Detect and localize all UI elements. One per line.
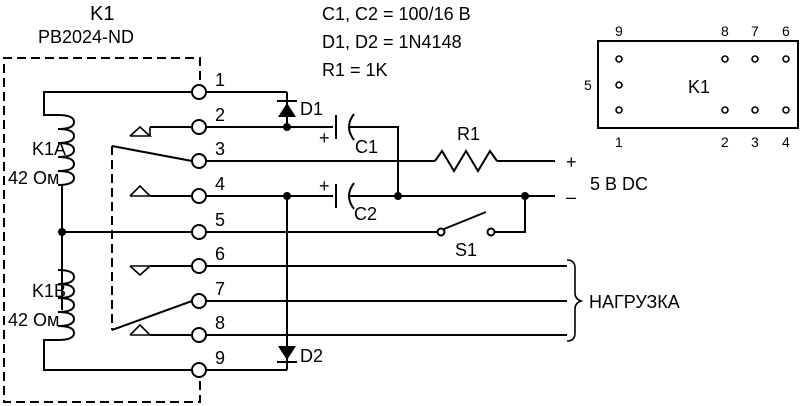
resistor-r1 (434, 149, 498, 173)
pinout-hole-9 (615, 55, 623, 63)
c2-plus-sign: + (319, 176, 330, 196)
pin-6-label: 6 (215, 244, 225, 264)
pinout-body (597, 40, 799, 129)
contact-1-nc-triangle (129, 125, 153, 137)
relay-part-label: PB2024-ND (38, 27, 134, 47)
coil-center-wire (58, 184, 63, 310)
contact-2-no-triangle (129, 323, 152, 336)
coil-a-name: K1A (32, 139, 66, 159)
s1-terminal-left (436, 227, 446, 237)
pin-5-terminal (191, 224, 207, 240)
c2-label: C2 (354, 204, 377, 224)
pin-2-terminal (191, 119, 207, 135)
c1-c2-junction (394, 192, 402, 200)
c1-out-wire (350, 126, 399, 196)
capacitor-c2 (335, 182, 555, 210)
contact-2-nc-triangle (129, 265, 153, 277)
pinout-hole-8 (721, 55, 729, 63)
switch-s1 (436, 196, 526, 237)
pin-2-label: 2 (215, 105, 225, 125)
pin-1-terminal (191, 84, 207, 100)
d1-label: D1 (300, 99, 323, 119)
pinout-hole-2 (721, 106, 729, 114)
c1-plate-neg (348, 113, 355, 141)
pinout-label-9: 9 (615, 23, 623, 39)
load-brace (566, 259, 584, 342)
pinout-hole-4 (782, 106, 790, 114)
c2-plate-neg (348, 182, 355, 210)
coil-b-winding (57, 269, 76, 341)
d2-body (278, 346, 296, 360)
coil-center-junction (58, 228, 66, 236)
pinout-hole-3 (751, 106, 759, 114)
s1-label: S1 (455, 240, 477, 260)
pin-6-terminal (191, 258, 207, 274)
contact-arm-1 (111, 145, 193, 162)
coil-b-bottom-wire (43, 339, 192, 371)
pin-7-label: 7 (215, 279, 225, 299)
pinout-label-3: 3 (751, 134, 759, 150)
s1-out-wire (495, 196, 526, 233)
pinout-label-6: 6 (782, 23, 790, 39)
pinout-ref: K1 (688, 77, 710, 97)
s1-lever (443, 211, 487, 230)
resistor-spec: R1 = 1K (322, 60, 388, 80)
pin-7-terminal (191, 293, 207, 309)
pin-4-label: 4 (215, 174, 225, 194)
pinout-hole-5 (615, 81, 623, 89)
relay-contacts (111, 125, 193, 336)
r1-label: R1 (457, 124, 480, 144)
coil-a-winding (57, 114, 76, 186)
load-wires (206, 259, 584, 342)
pinout-label-1: 1 (615, 134, 623, 150)
pinout-label-5: 5 (584, 77, 592, 93)
coil-b-name: K1B (32, 281, 66, 301)
relay-pin-numbers: 1 2 3 4 5 6 7 8 9 (215, 70, 225, 368)
relay-pinout (597, 40, 799, 129)
coil-a-resistance: 42 Ом (8, 168, 59, 188)
coil-wiring (43, 91, 192, 371)
relay-pin-terminals (191, 84, 207, 378)
d1-junction (283, 123, 291, 131)
pinout-hole-7 (751, 55, 759, 63)
diode-spec: D1, D2 = 1N4148 (322, 32, 462, 52)
power-minus-sign: – (566, 187, 576, 207)
diode-d2 (206, 196, 297, 371)
pinout-label-7: 7 (751, 23, 759, 39)
relay-enclosure (3, 57, 201, 403)
s1-terminal-right (486, 227, 496, 237)
pin-8-label: 8 (215, 313, 225, 333)
contact-arm-2 (111, 300, 193, 331)
pinout-label-4: 4 (782, 134, 790, 150)
capacitor-c1 (335, 113, 399, 196)
pinout-label-8: 8 (721, 23, 729, 39)
pin-8-terminal (191, 327, 207, 343)
power-label: 5 В DC (590, 174, 648, 194)
pin-1-label: 1 (215, 70, 225, 90)
coil-a-top-wire (43, 91, 192, 116)
coil-b-resistance: 42 Ом (8, 310, 59, 330)
relay-ref-label: K1 (90, 3, 114, 25)
pin-3-terminal (191, 153, 207, 169)
pin-9-label: 9 (215, 348, 225, 368)
pin-3-label: 3 (215, 139, 225, 159)
diode-d1 (206, 91, 297, 127)
pinout-hole-1 (615, 106, 623, 114)
d1-body (278, 103, 296, 117)
load-label: НАГРУЗКА (589, 292, 680, 312)
c1-plus-sign: + (319, 128, 330, 148)
pin-4-terminal (191, 188, 207, 204)
c1-label: C1 (355, 137, 378, 157)
pinout-label-2: 2 (721, 134, 729, 150)
pin-5-label: 5 (215, 210, 225, 230)
power-plus-sign: + (566, 152, 577, 172)
pinout-hole-6 (782, 55, 790, 63)
capacitor-spec: C1, C2 = 100/16 В (322, 4, 471, 24)
d2-label: D2 (300, 346, 323, 366)
pin-9-terminal (191, 362, 207, 378)
contact-1-no-triangle (129, 184, 152, 197)
